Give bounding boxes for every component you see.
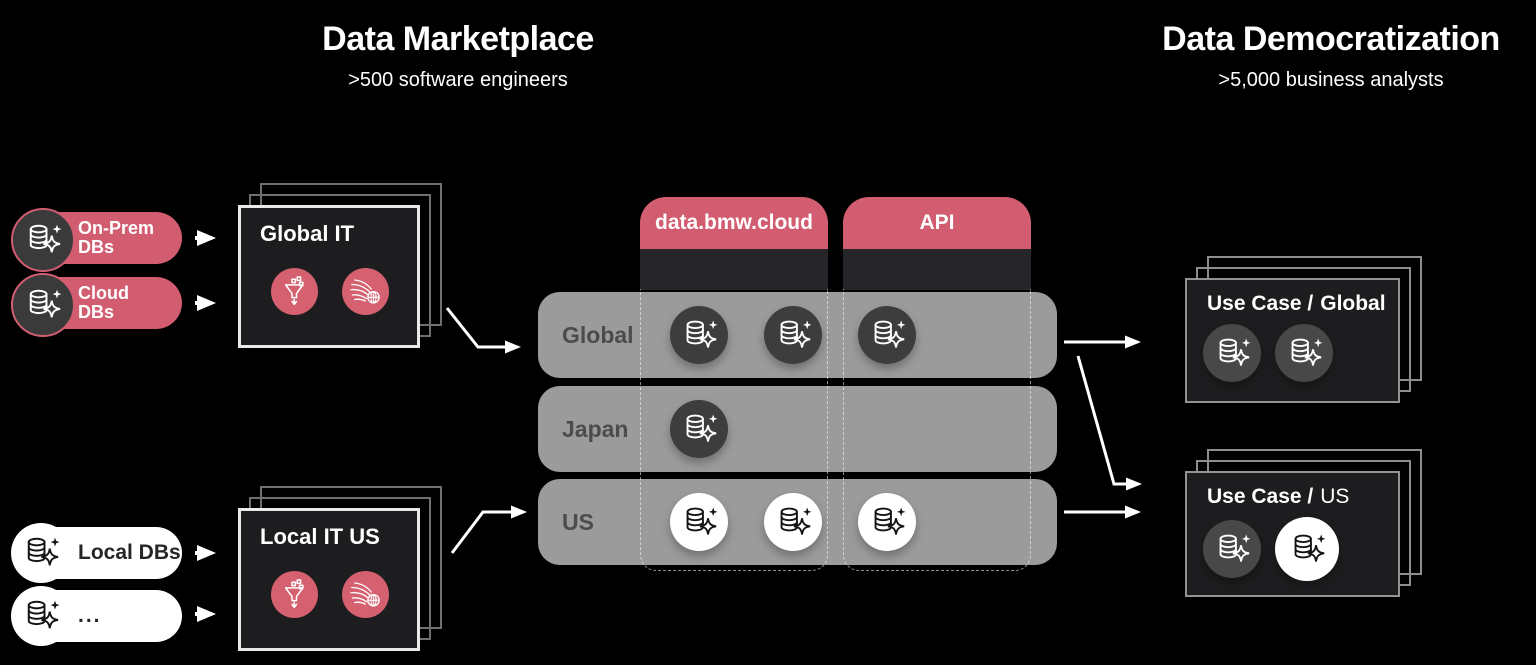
use-case-us-title: Use Case /US	[1207, 485, 1350, 508]
database-sparkle-icon	[11, 523, 71, 583]
use-case-icons	[1203, 517, 1339, 581]
data-filter-funnel-icon	[271, 268, 318, 315]
column-header-api: API	[843, 197, 1031, 249]
database-sparkle-icon	[1203, 324, 1261, 382]
data-flow-globe-icon	[342, 268, 389, 315]
region-row-icons	[670, 306, 916, 364]
source-pill-local-dbs: Local DBs	[11, 523, 182, 583]
database-sparkle-icon	[764, 493, 822, 551]
local-it-us-box: Local IT US	[238, 486, 442, 651]
source-pill-label: ...	[78, 603, 102, 627]
column-body	[843, 249, 1031, 290]
database-sparkle-icon	[858, 493, 916, 551]
global-it-box: Global IT	[238, 183, 442, 348]
database-sparkle-icon	[1203, 520, 1261, 578]
database-sparkle-icon	[764, 306, 822, 364]
use-case-us-box-face: Use Case /US	[1185, 471, 1400, 597]
data-marketplace-header: Data Marketplace >500 software engineers	[230, 20, 686, 92]
column-body	[640, 249, 828, 290]
data-filter-funnel-icon	[271, 571, 318, 618]
use-case-global-title: Use Case /Global	[1207, 292, 1386, 315]
data-democratization-subtitle: >5,000 business analysts	[1218, 69, 1444, 91]
database-sparkle-icon	[1275, 324, 1333, 382]
source-pill-more-dbs: ...	[11, 586, 182, 646]
region-row-icons	[670, 493, 916, 551]
database-sparkle-icon	[670, 400, 728, 458]
data-flow-globe-icon	[342, 571, 389, 618]
region-row-icons	[670, 400, 728, 458]
data-democratization-title: Data Democratization	[1162, 20, 1500, 58]
arrow-global-row-to-use-case-us	[1076, 355, 1142, 491]
region-row-japan: Japan	[538, 386, 1057, 472]
database-sparkle-icon	[858, 306, 916, 364]
region-row-label: US	[562, 508, 594, 535]
region-row-label: Japan	[562, 415, 629, 442]
use-case-icons	[1203, 324, 1333, 382]
database-sparkle-icon	[1275, 517, 1339, 581]
data-marketplace-subtitle: >500 software engineers	[348, 69, 568, 91]
database-sparkle-icon	[11, 586, 71, 646]
arrow-global-it-to-global-row	[445, 307, 521, 354]
region-row-global: Global	[538, 292, 1057, 378]
global-it-box-face: Global IT	[238, 205, 420, 348]
source-pill-label: Local DBs	[78, 540, 181, 564]
data-marketplace-title: Data Marketplace	[322, 20, 594, 58]
database-sparkle-icon	[670, 493, 728, 551]
region-row-label: Global	[562, 321, 634, 348]
global-it-title: Global IT	[260, 221, 355, 246]
data-democratization-header: Data Democratization >5,000 business ana…	[1103, 20, 1536, 92]
local-it-us-box-face: Local IT US	[238, 508, 420, 651]
column-data-bmw-cloud: data.bmw.cloud	[640, 197, 828, 571]
database-sparkle-icon	[670, 306, 728, 364]
local-it-us-title: Local IT US	[260, 524, 380, 549]
use-case-global-box: Use Case /Global	[1185, 256, 1422, 403]
database-sparkle-icon	[11, 273, 75, 337]
use-case-us-box: Use Case /US	[1185, 449, 1422, 597]
database-sparkle-icon	[11, 208, 75, 272]
arrow-local-it-to-us-row	[450, 505, 527, 554]
column-api: API	[843, 197, 1031, 571]
region-row-us: US	[538, 479, 1057, 565]
use-case-global-box-face: Use Case /Global	[1185, 278, 1400, 403]
column-header-data-bmw-cloud: data.bmw.cloud	[640, 197, 828, 249]
